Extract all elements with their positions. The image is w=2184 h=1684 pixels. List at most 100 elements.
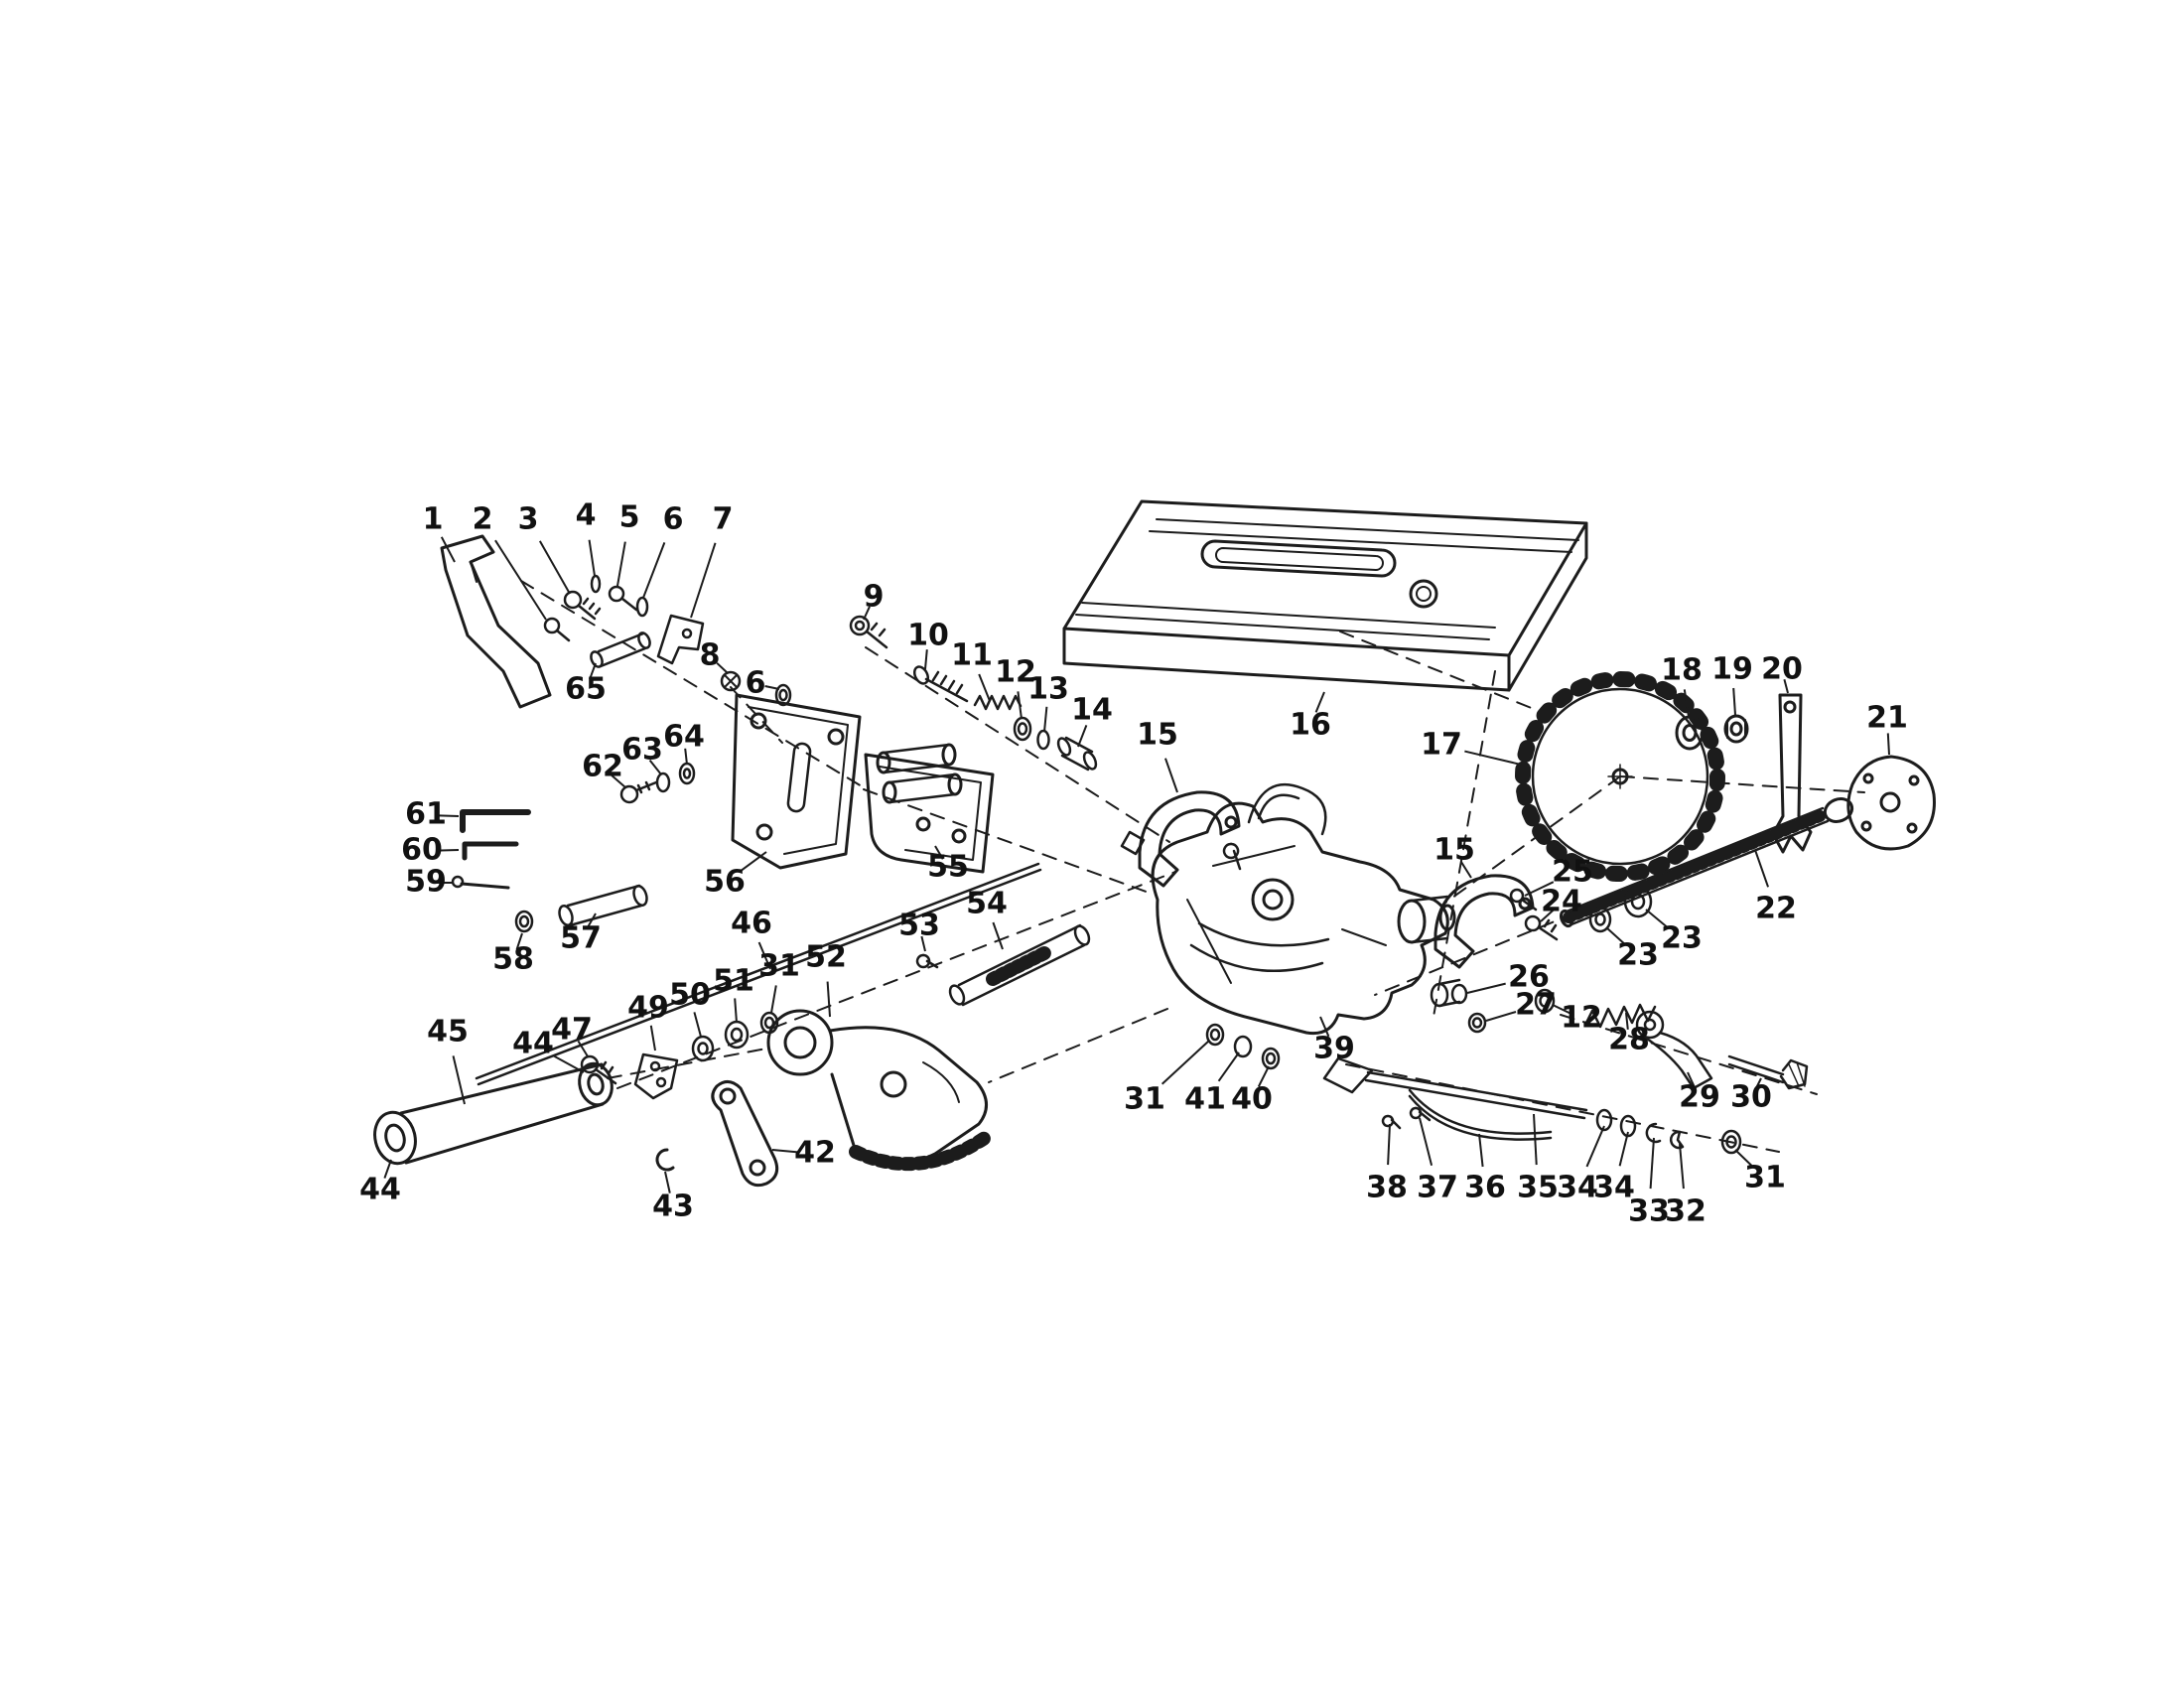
callout-leader-60 — [436, 849, 460, 852]
part-57-pivot-pin — [558, 884, 648, 927]
part-6-washer — [635, 596, 649, 618]
part-2-pin — [543, 617, 561, 634]
part-27-nut — [1467, 1012, 1487, 1034]
callout-leader-3 — [538, 540, 571, 595]
part-47-screw — [580, 1054, 617, 1085]
part-number-23: 23 — [1617, 938, 1659, 973]
part-42-link-plate — [711, 1080, 779, 1188]
part-41-washer — [1233, 1035, 1253, 1058]
callout-leader-65 — [589, 662, 597, 680]
callout-leader-6 — [642, 542, 666, 599]
callout-leader-18 — [1683, 689, 1690, 718]
part-number-65: 65 — [565, 672, 607, 707]
callout-leader-44 — [383, 1159, 392, 1179]
part-26-spacer — [1430, 978, 1468, 1008]
part-19-arbor-nut — [1723, 714, 1749, 744]
part-number-29: 29 — [1679, 1080, 1720, 1115]
part-11-spring — [973, 694, 1023, 711]
part-36-curved-rod — [1408, 1088, 1553, 1141]
callout-leader-53 — [920, 935, 926, 952]
callout-leader-20 — [1783, 678, 1789, 694]
part-number-33: 33 — [1628, 1194, 1670, 1229]
callout-leader-25 — [1524, 881, 1555, 897]
callout-leader-31 — [770, 985, 777, 1014]
callout-leader-4 — [588, 539, 596, 577]
callout-leader-49 — [649, 1025, 656, 1052]
part-number-52: 52 — [805, 940, 847, 975]
part-15-guard-bracket-a — [1120, 790, 1241, 888]
part-number-40: 40 — [1231, 1082, 1273, 1117]
callout-leader-31 — [1160, 1040, 1210, 1085]
part-61-hex-wrench — [460, 809, 531, 833]
callout-leader-55 — [934, 845, 944, 860]
callout-leader-39 — [1319, 1016, 1330, 1038]
part-number-41: 41 — [1184, 1082, 1226, 1117]
callout-leader-6 — [764, 685, 780, 690]
sector-gear-teeth — [849, 1131, 992, 1172]
callout-leader-5 — [616, 541, 626, 587]
rod-handle — [1322, 1056, 1374, 1094]
callout-leader-51 — [734, 998, 738, 1024]
part-number-45: 45 — [427, 1015, 469, 1050]
part-12-nut — [1013, 716, 1032, 742]
part-17-saw-blade — [1515, 671, 1725, 882]
callout-leader-16 — [1314, 691, 1325, 713]
part-58-nut — [514, 910, 534, 933]
part-13-washer — [1036, 729, 1050, 751]
part-number-26: 26 — [1508, 960, 1550, 995]
part-number-31: 31 — [1124, 1082, 1165, 1117]
callout-leader-1 — [440, 536, 456, 563]
fastener-cluster-under-cradle — [1205, 1023, 1281, 1070]
fastener-cluster-top-left — [543, 574, 792, 707]
callout-leader-24 — [1540, 909, 1555, 922]
part-number-61: 61 — [405, 797, 447, 832]
callout-leader-32 — [1679, 1143, 1685, 1190]
callout-leader-33 — [1649, 1137, 1655, 1190]
part-number-44: 44 — [359, 1173, 401, 1207]
callout-leader-21 — [1886, 733, 1890, 756]
part-23-bushing-b — [1588, 906, 1612, 933]
part-number-21: 21 — [1866, 701, 1908, 736]
part-number-28: 28 — [1608, 1023, 1650, 1057]
part-number-31: 31 — [758, 949, 800, 984]
part-number-23: 23 — [1661, 921, 1703, 956]
part-54-worm-shaft — [948, 923, 1091, 1007]
part-number-34: 34 — [1557, 1171, 1598, 1205]
callout-leader-56 — [741, 851, 767, 872]
callout-leader-10 — [924, 649, 928, 670]
part-number-10: 10 — [907, 619, 949, 653]
part-32-clip — [1669, 1130, 1685, 1150]
part-number-32: 32 — [1665, 1194, 1706, 1229]
part-number-44: 44 — [512, 1027, 554, 1061]
part-number-22: 22 — [1755, 892, 1797, 926]
part-number-11: 11 — [951, 638, 993, 673]
part-8-push-nut — [720, 670, 742, 692]
callout-leader-11 — [978, 673, 991, 702]
callout-leader-29 — [1687, 1071, 1697, 1089]
part-49-bearing-retainer — [633, 1052, 679, 1100]
part-number-58: 58 — [492, 942, 534, 977]
part-33-retaining-ring — [1645, 1122, 1662, 1144]
part-65-pin — [590, 632, 651, 668]
part-34-washer-a — [1595, 1108, 1613, 1132]
fastener-cluster-10-14 — [912, 665, 1098, 772]
callout-leader-50 — [693, 1012, 702, 1038]
part-64-washer — [678, 762, 696, 785]
part-number-30: 30 — [1730, 1080, 1772, 1115]
callout-leader-58 — [515, 932, 523, 950]
part-43-retaining-clip — [655, 1148, 675, 1172]
part-56-front-bracket — [731, 693, 862, 870]
callout-leader-36 — [1478, 1133, 1484, 1168]
part-38-pin — [1381, 1114, 1402, 1130]
callout-leader-2 — [494, 539, 547, 621]
part-23-bushing-a — [1623, 885, 1653, 918]
part-number-17: 17 — [1421, 728, 1462, 763]
part-6b-nut — [774, 683, 792, 707]
callout-leader-40 — [1257, 1065, 1270, 1087]
fastener-cluster-49-51 — [633, 1011, 779, 1100]
part-30-clamp-bolt — [1727, 1054, 1809, 1090]
part-number-7: 7 — [713, 502, 734, 537]
casting-top-curve — [1247, 782, 1327, 836]
